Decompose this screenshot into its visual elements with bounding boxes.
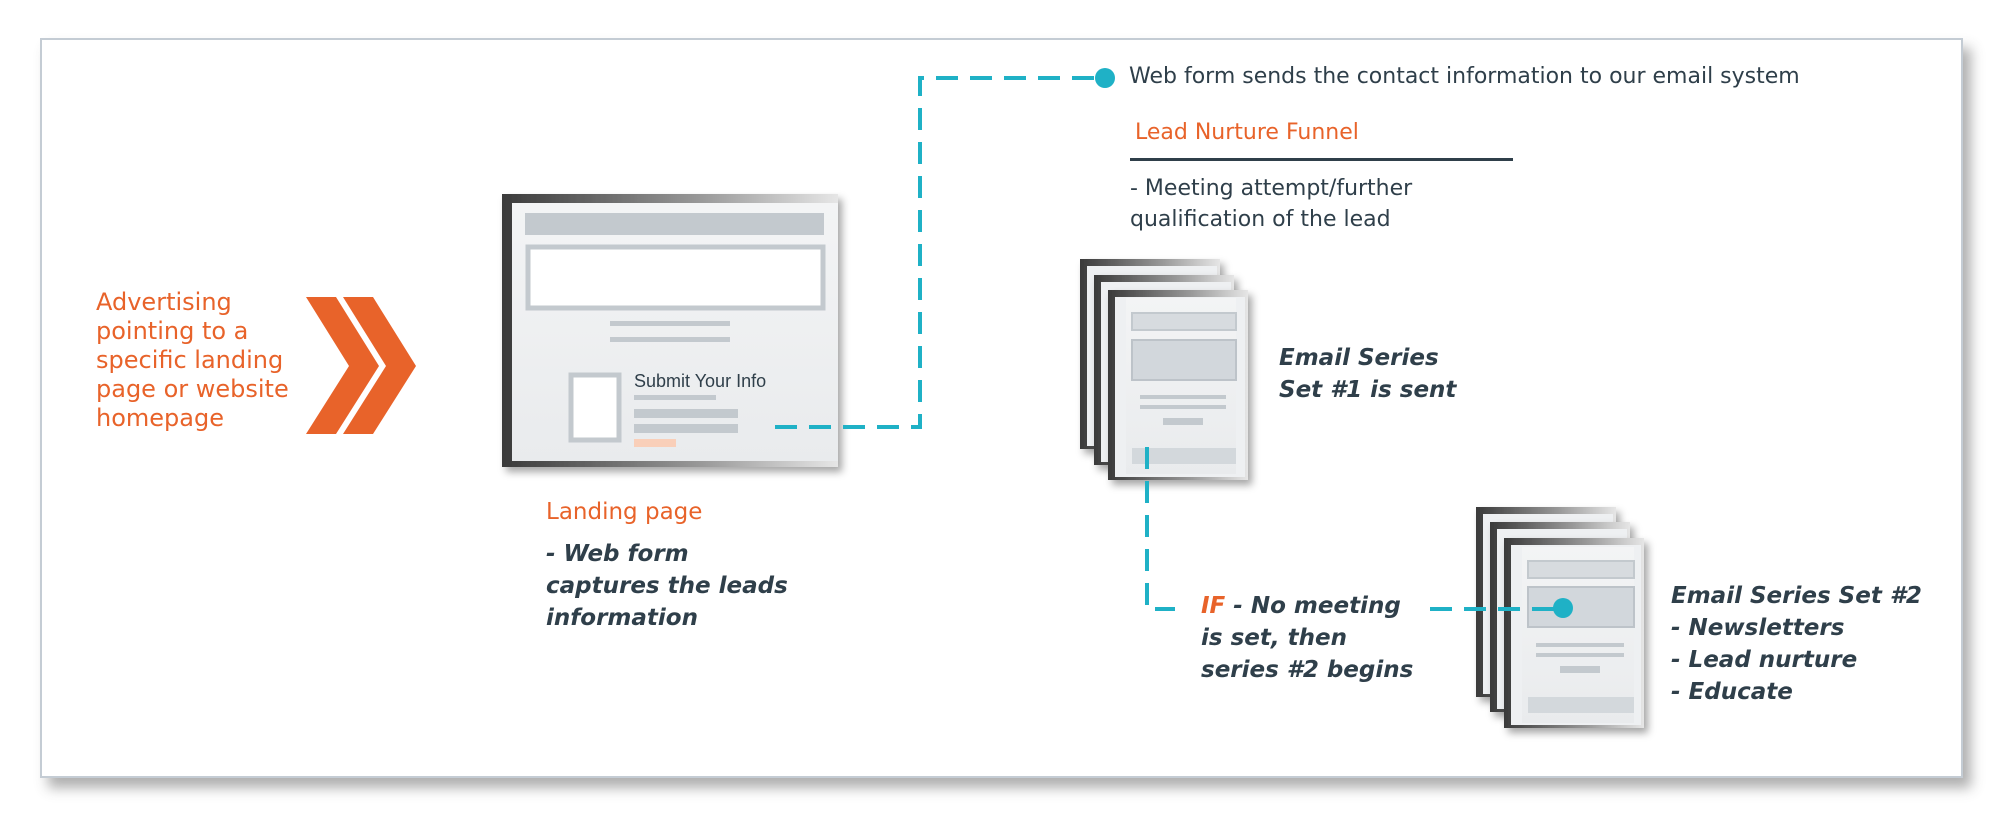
series1-line: Email Series [1279,345,1439,371]
landing-page-desc-line: captures the leads [546,573,788,599]
landing-page-desc-line: information [546,605,698,631]
connector-landing-to-funnel [775,76,1100,429]
chevrons-icon [306,297,416,434]
funnel-description: - Meeting attempt/further qualification … [1130,173,1412,235]
series1-line: Set #1 is sent [1279,377,1457,403]
funnel-desc-line: qualification of the lead [1130,207,1391,232]
condition-line1-rest: - No meeting [1225,593,1401,619]
series2-line: Email Series Set #2 [1671,583,1922,609]
web-form-note: Web form sends the contact information t… [1129,64,1800,89]
landing-page-mockup: Submit Your Info [502,194,838,467]
advertising-line: Advertising [96,288,232,316]
advertising-text: Advertising pointing to a specific landi… [96,288,289,433]
submit-your-info-label: Submit Your Info [634,371,766,391]
condition-line: series #2 begins [1201,657,1414,683]
series2-line: - Newsletters [1671,615,1845,641]
funnel-desc-line: - Meeting attempt/further [1130,176,1413,201]
if-keyword: IF [1201,593,1226,619]
series1-label: Email Series Set #1 is sent [1279,342,1456,406]
advertising-line: specific landing [96,346,284,374]
series2-line: - Lead nurture [1671,647,1858,673]
series2-line: - Educate [1671,679,1793,705]
landing-page-title: Landing page [546,499,703,525]
funnel-title-underline [1130,158,1513,161]
landing-page-desc-line: - Web form [546,541,689,567]
endpoint-dot [1095,68,1115,88]
endpoint-dot [1553,598,1573,618]
series2-label: Email Series Set #2 - Newsletters - Lead… [1671,580,1922,708]
condition-line-1: IF - No meeting [1201,590,1413,622]
advertising-line: pointing to a [96,317,249,345]
condition-line: is set, then [1201,625,1347,651]
funnel-title: Lead Nurture Funnel [1135,120,1359,145]
condition-text: IF - No meeting is set, then series #2 b… [1201,590,1413,686]
connector-series1-to-condition [1145,447,1175,611]
advertising-line: page or website [96,375,289,403]
landing-page-description: - Web form captures the leads informatio… [546,538,788,634]
email-stack-1 [1080,259,1248,480]
advertising-line: homepage [96,404,224,432]
